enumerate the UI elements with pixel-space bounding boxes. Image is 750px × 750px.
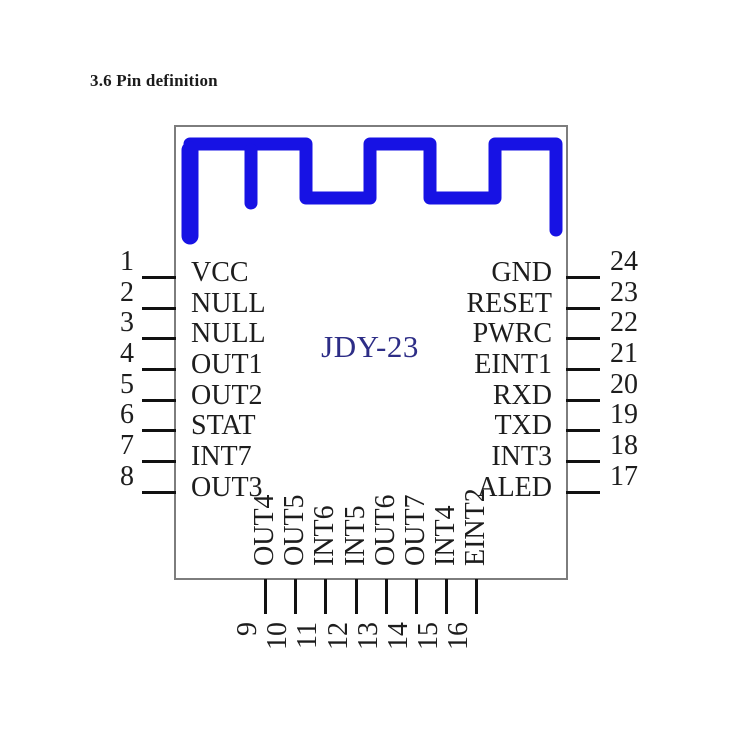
- pin-tick-12: [355, 579, 358, 614]
- pin-tick-15: [445, 579, 448, 614]
- pin-tick-20: [566, 399, 600, 402]
- pin-number-7: 7: [120, 430, 134, 461]
- pin-number-2: 2: [120, 277, 134, 308]
- pin-tick-14: [415, 579, 418, 614]
- pin-label-int5: INT5: [340, 505, 371, 566]
- pin-label-out4: OUT4: [249, 494, 280, 566]
- pin-number-6: 6: [120, 399, 134, 430]
- section-title: 3.6 Pin definition: [90, 71, 218, 90]
- pin-number-1: 1: [120, 246, 134, 277]
- pin-tick-11: [324, 579, 327, 614]
- pin-tick-19: [566, 429, 600, 432]
- pin-tick-10: [294, 579, 297, 614]
- pin-label-out1: OUT1: [191, 349, 263, 380]
- pin-label-rxd: RXD: [492, 380, 552, 411]
- pin-label-out3: OUT3: [191, 472, 263, 503]
- chip-model-label: JDY-23: [321, 329, 419, 364]
- pin-number-22: 22: [610, 307, 638, 338]
- pin-number-18: 18: [610, 430, 638, 461]
- pin-number-23: 23: [610, 277, 638, 308]
- pin-label-eint1: EINT1: [474, 349, 552, 380]
- pin-label-vcc: VCC: [191, 257, 249, 288]
- pin-label-null3: NULL: [191, 318, 266, 349]
- pin-number-13: 13: [353, 622, 384, 650]
- pin-label-null2: NULL: [191, 288, 266, 319]
- pin-tick-13: [385, 579, 388, 614]
- pin-label-int3: INT3: [491, 441, 552, 472]
- pin-number-10: 10: [262, 622, 293, 650]
- pin-label-reset: RESET: [466, 288, 552, 319]
- pin-label-gnd: GND: [491, 257, 552, 288]
- antenna-trace: [181, 137, 563, 245]
- pin-tick-7: [142, 460, 176, 463]
- pin-tick-5: [142, 399, 176, 402]
- pin-label-eint2: EINT2: [460, 488, 491, 566]
- pin-label-stat: STAT: [191, 410, 256, 441]
- pin-tick-23: [566, 307, 600, 310]
- pin-label-out2: OUT2: [191, 380, 263, 411]
- antenna-meander-line: [183, 137, 563, 237]
- pin-label-int7: INT7: [191, 441, 252, 472]
- pin-label-pwrc: PWRC: [472, 318, 552, 349]
- pin-label-out6: OUT6: [370, 494, 401, 566]
- pin-tick-4: [142, 368, 176, 371]
- pin-label-txd: TXD: [494, 410, 552, 441]
- pin-number-14: 14: [383, 622, 414, 650]
- pin-label-int6: INT6: [309, 505, 340, 566]
- pin-tick-3: [142, 337, 176, 340]
- pin-tick-22: [566, 337, 600, 340]
- pin-tick-17: [566, 491, 600, 494]
- pin-number-24: 24: [610, 246, 638, 277]
- pin-number-9: 9: [232, 622, 263, 636]
- pin-number-3: 3: [120, 307, 134, 338]
- pin-number-17: 17: [610, 461, 638, 492]
- pin-tick-24: [566, 276, 600, 279]
- pin-number-4: 4: [120, 338, 134, 369]
- pin-number-12: 12: [323, 622, 354, 650]
- pin-tick-8: [142, 491, 176, 494]
- pin-label-out5: OUT5: [279, 494, 310, 566]
- pin-tick-21: [566, 368, 600, 371]
- pin-number-5: 5: [120, 369, 134, 400]
- pin-label-int4: INT4: [430, 505, 461, 566]
- pin-number-21: 21: [610, 338, 638, 369]
- pin-tick-2: [142, 307, 176, 310]
- pin-tick-1: [142, 276, 176, 279]
- pin-number-16: 16: [443, 622, 474, 650]
- pin-number-20: 20: [610, 369, 638, 400]
- pin-tick-9: [264, 579, 267, 614]
- pin-tick-6: [142, 429, 176, 432]
- pin-tick-18: [566, 460, 600, 463]
- pin-number-8: 8: [120, 461, 134, 492]
- pin-label-out7: OUT7: [400, 494, 431, 566]
- pin-number-19: 19: [610, 399, 638, 430]
- pin-number-11: 11: [292, 622, 323, 649]
- pin-number-15: 15: [413, 622, 444, 650]
- pin-tick-16: [475, 579, 478, 614]
- pin-label-aled: ALED: [477, 472, 552, 503]
